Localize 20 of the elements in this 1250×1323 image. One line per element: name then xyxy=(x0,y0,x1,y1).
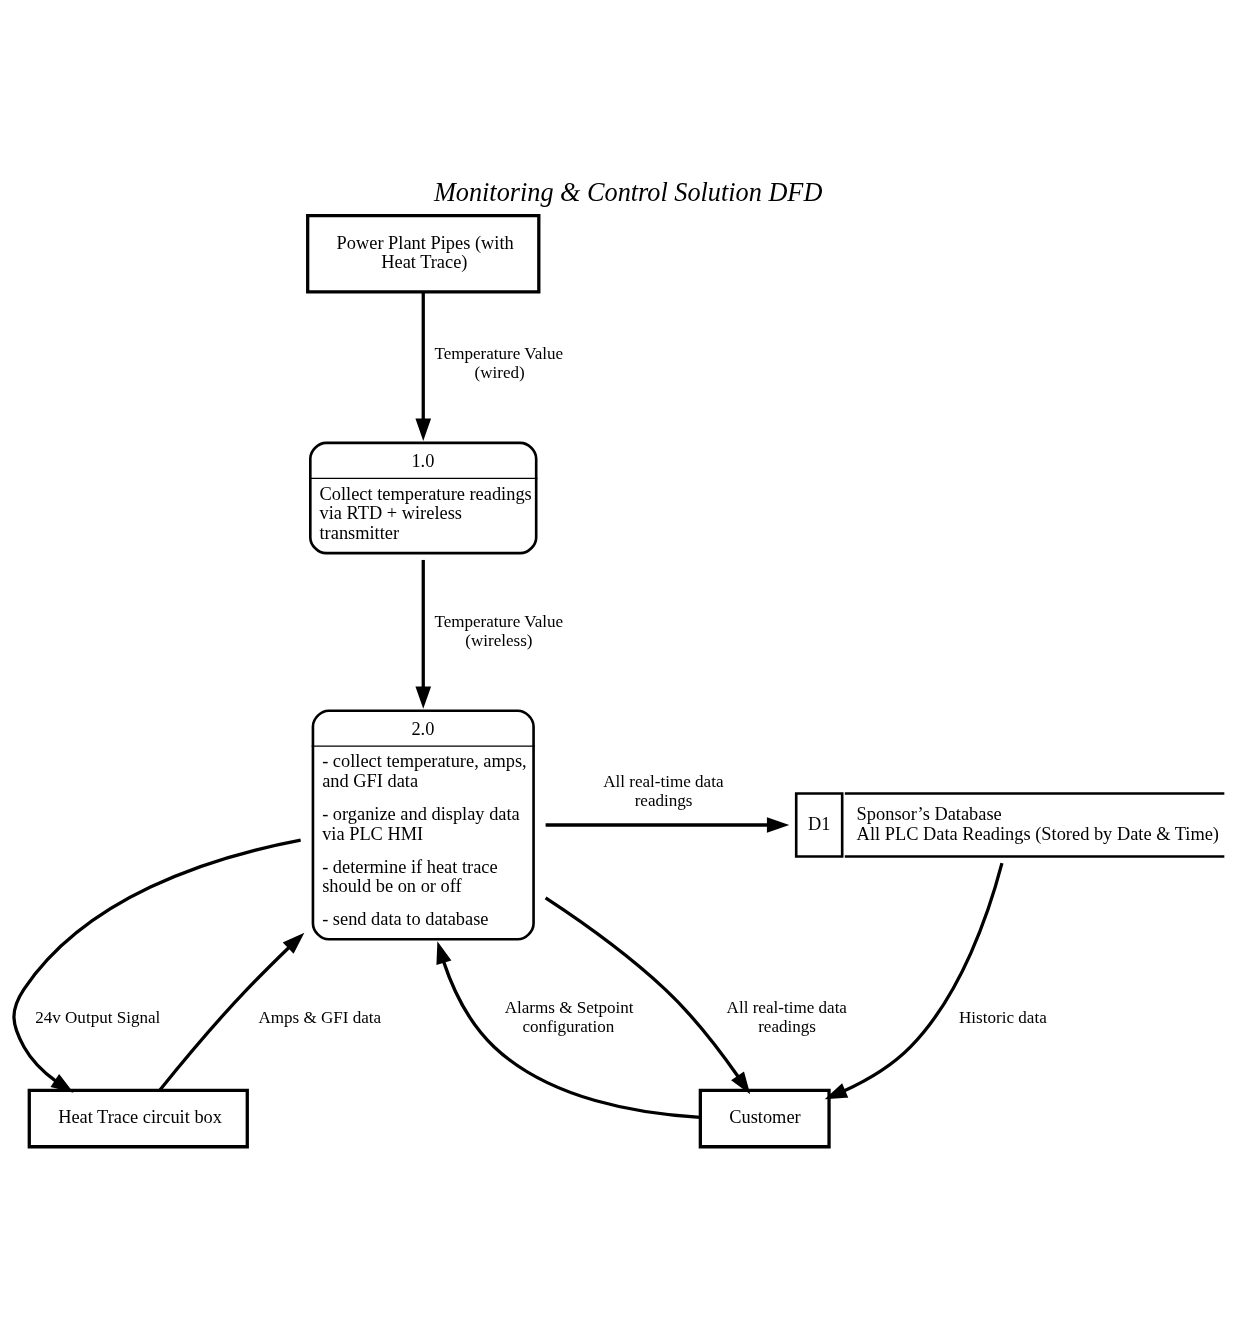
arrow xyxy=(545,817,790,833)
arrow xyxy=(415,559,432,709)
edge-label: Historic data xyxy=(959,1007,1047,1027)
diagram-title: Monitoring & Control Solution DFD xyxy=(433,178,823,208)
edge-label: Amps & GFI data xyxy=(258,1007,382,1027)
arrow xyxy=(415,292,432,441)
edge-label: All real-time data readings xyxy=(603,772,724,810)
arrow xyxy=(158,932,305,1091)
edge-label: 24v Output Signal xyxy=(35,1007,161,1027)
arrow xyxy=(12,838,301,1093)
edge-label: Temperature Value (wireless) xyxy=(434,612,564,650)
arrow xyxy=(436,941,701,1119)
edge-label: Temperature Value (wired) xyxy=(434,344,564,382)
arrow xyxy=(824,862,1004,1100)
arrow xyxy=(544,896,751,1095)
node-box: Heat Trace circuit box xyxy=(27,1088,249,1149)
node-box: Power Plant Pipes (with Heat Trace) xyxy=(306,214,541,294)
edge-label: Alarms & Setpoint configuration xyxy=(504,998,634,1036)
node-box: Customer xyxy=(698,1088,831,1149)
edge-label: All real-time data readings xyxy=(726,998,847,1036)
